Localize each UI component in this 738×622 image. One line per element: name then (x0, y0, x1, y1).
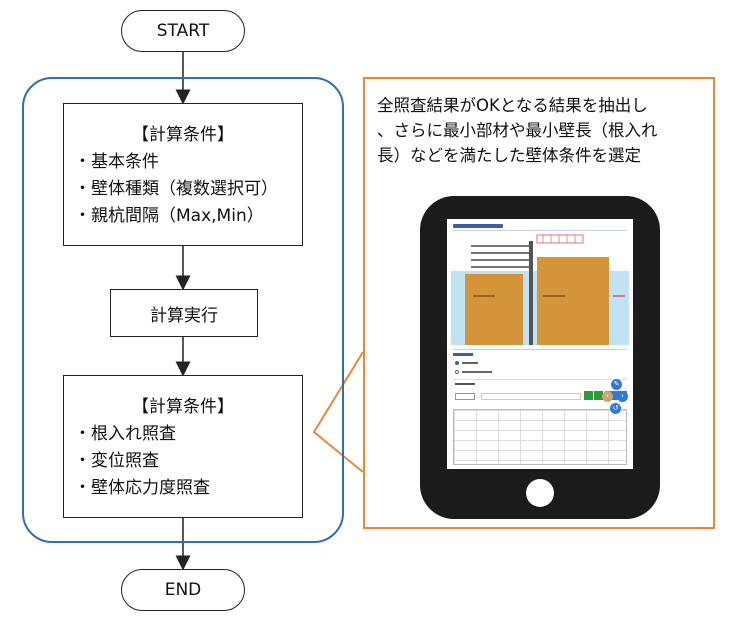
callout-line: 、さらに最小部材や最小壁長（根入れ (377, 121, 658, 140)
radio-ok-only-label (462, 371, 492, 373)
surcharge-load (536, 234, 584, 244)
run-label: 計算実行 (150, 305, 218, 326)
radio-ok-only[interactable] (455, 370, 459, 374)
callout-line: 全照査結果がOKとなる結果を抽出し (377, 96, 648, 115)
checks-title: 【計算条件】 (132, 397, 234, 417)
check-item: 変位照査 (74, 448, 302, 475)
condition-input[interactable] (455, 393, 475, 400)
condition-item: 基本条件 (74, 149, 302, 176)
retaining-wall (529, 241, 533, 345)
home-button[interactable] (526, 479, 554, 507)
filter-label (455, 383, 475, 385)
calculation-group (22, 77, 344, 543)
soil-excavated-side (465, 274, 523, 345)
nav-strip (605, 391, 627, 400)
end-label: END (164, 580, 202, 600)
checks-list: 根入れ照査 変位照査 壁体応力度照査 (74, 421, 302, 502)
chevron-left-icon[interactable]: ‹ (602, 391, 613, 402)
result-header (453, 353, 473, 356)
condition-item: 親杭間隔（Max,Min） (74, 203, 302, 230)
result-table (453, 409, 627, 465)
radio-all[interactable] (455, 361, 459, 365)
conditions-title: 【計算条件】 (132, 125, 234, 145)
run-box: 計算実行 (110, 289, 258, 337)
condition-select[interactable] (481, 393, 581, 400)
check-item: 壁体応力度照査 (74, 475, 302, 502)
callout-box: 全照査結果がOKとなる結果を抽出し 、さらに最小部材や最小壁長（根入れ 長）など… (363, 77, 715, 529)
start-label: START (156, 21, 210, 41)
green-button[interactable] (584, 391, 593, 400)
screen-title-underline (453, 230, 627, 231)
filter-row (453, 379, 627, 380)
condition-item: 壁体種類（複数選択可） (74, 176, 302, 203)
radio-all-label (462, 362, 478, 364)
callout-text: 全照査結果がOKとなる結果を抽出し 、さらに最小部材や最小壁長（根入れ 長）など… (377, 93, 711, 168)
result-panel (453, 349, 627, 350)
chevron-right-icon[interactable]: › (617, 391, 628, 402)
check-item: 根入れ照査 (74, 421, 302, 448)
screen-title-bar (453, 224, 503, 228)
reset-icon[interactable]: ↺ (610, 403, 621, 414)
green-button[interactable] (594, 391, 603, 400)
tablet-illustration: ✎ ‹ › ↺ (420, 196, 660, 519)
edit-icon[interactable]: ✎ (611, 379, 622, 390)
checks-box: 【計算条件】 根入れ照査 変位照査 壁体応力度照査 (63, 375, 303, 518)
conditions-box: 【計算条件】 基本条件 壁体種類（複数選択可） 親杭間隔（Max,Min） (63, 103, 303, 246)
callout-pointer (312, 351, 364, 473)
end-terminal: END (121, 569, 245, 611)
wall-section-figure (451, 233, 629, 345)
start-terminal: START (121, 10, 245, 52)
conditions-list: 基本条件 壁体種類（複数選択可） 親杭間隔（Max,Min） (74, 149, 302, 230)
callout-line: 長）などを満たした壁体条件を選定 (377, 146, 641, 165)
tablet-screen: ✎ ‹ › ↺ (447, 219, 633, 469)
soil-retained-side (537, 257, 609, 345)
